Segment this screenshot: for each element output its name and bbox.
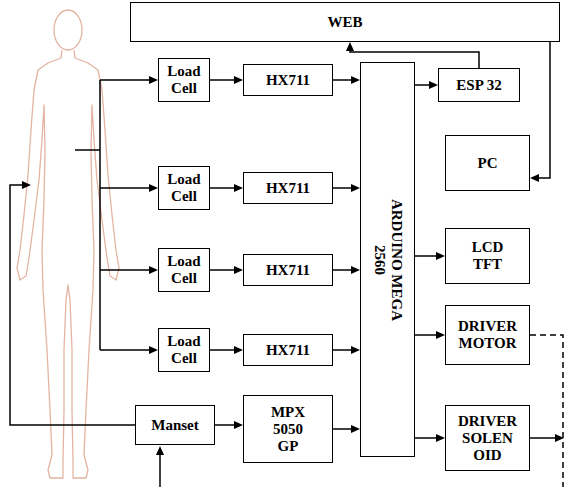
solenoid-wire	[530, 437, 555, 439]
arrowhead	[351, 184, 360, 192]
human-figure	[17, 50, 119, 478]
connector-line	[415, 84, 430, 86]
web-box: WEB	[130, 2, 560, 42]
connector-line	[333, 79, 352, 81]
dashed-wire	[530, 335, 563, 487]
arrowhead	[156, 446, 164, 455]
arrowhead	[149, 266, 158, 274]
arrowhead	[234, 421, 243, 429]
arrowhead	[436, 434, 445, 442]
arrowhead	[149, 184, 158, 192]
node-label: HX711	[266, 342, 310, 359]
node-label: HX711	[266, 180, 310, 197]
node-label: DRIVER MOTOR	[456, 318, 520, 352]
node-label: Load Cell	[162, 253, 206, 287]
arrow-connector	[415, 252, 445, 260]
cuff-box: Manset	[135, 405, 215, 445]
arrowhead	[351, 266, 360, 274]
arrowhead	[22, 181, 31, 189]
output-box: DRIVER SOLEN OID	[445, 405, 530, 471]
connector-line	[333, 187, 352, 189]
arrowhead	[555, 434, 564, 442]
node-label: WEB	[327, 14, 362, 31]
sensor-wires	[10, 80, 563, 487]
node-label: ESP 32	[456, 77, 501, 94]
arrowhead	[234, 76, 243, 84]
arrowhead	[234, 346, 243, 354]
sensor-box: Load Cell	[158, 58, 210, 102]
amplifier-box: HX711	[243, 334, 333, 366]
connector-line	[210, 79, 235, 81]
connector-line	[333, 349, 352, 351]
sensor-box: Load Cell	[158, 166, 210, 210]
arrowhead	[234, 184, 243, 192]
connector-line	[415, 334, 437, 336]
arrowhead	[429, 81, 438, 89]
arrowhead	[436, 331, 445, 339]
arrow-connector	[333, 266, 360, 274]
arrow-connector	[333, 184, 360, 192]
arrow-connector	[415, 331, 445, 339]
arrow-connector	[210, 76, 243, 84]
connector-line	[415, 255, 437, 257]
connector-line	[210, 269, 235, 271]
connector-line	[333, 269, 352, 271]
arrow-connector	[333, 346, 360, 354]
node-label: Load Cell	[162, 63, 206, 97]
cuff-wire	[10, 185, 135, 425]
sensor-box: Load Cell	[158, 248, 210, 292]
arrow-connector	[415, 81, 438, 89]
connector-line	[333, 428, 352, 430]
node-label: ARDUINO MEGA 2560	[371, 190, 405, 330]
body-wire	[75, 80, 150, 350]
arrowhead	[530, 174, 539, 182]
amplifier-box: HX711	[243, 64, 333, 96]
arrow-connector	[530, 42, 550, 182]
connector-line	[215, 424, 235, 426]
node-label: Load Cell	[162, 333, 206, 367]
module-box: ESP 32	[438, 68, 520, 102]
output-box: DRIVER MOTOR	[445, 305, 530, 365]
amplifier-box: HX711	[243, 254, 333, 286]
sensor-box: Load Cell	[158, 328, 210, 372]
controller-box: ARDUINO MEGA 2560	[360, 62, 415, 457]
arrow-connector	[210, 184, 243, 192]
arrow-connector	[333, 425, 360, 433]
human-head	[54, 10, 82, 50]
arrowhead	[149, 76, 158, 84]
connector-line	[210, 349, 235, 351]
node-label: HX711	[266, 72, 310, 89]
node-label: HX711	[266, 262, 310, 279]
arrowhead	[351, 346, 360, 354]
node-label: PC	[478, 155, 498, 172]
arrowhead	[149, 346, 158, 354]
arrowhead	[234, 266, 243, 274]
node-label: Manset	[151, 417, 199, 434]
arrow-connector	[415, 434, 445, 442]
arrowhead	[351, 76, 360, 84]
node-label: MPX 5050 GP	[264, 404, 312, 455]
node-label: Load Cell	[162, 171, 206, 205]
arrow-connector	[210, 266, 243, 274]
connector-line	[538, 42, 550, 178]
node-label: DRIVER SOLEN OID	[456, 413, 520, 464]
arrow-connector	[215, 421, 243, 429]
connector-line	[210, 187, 235, 189]
output-box: LCD TFT	[445, 228, 530, 284]
node-label: LCD TFT	[465, 239, 511, 273]
connector-line	[415, 437, 437, 439]
arrow-connector	[333, 76, 360, 84]
output-box: PC	[445, 135, 530, 191]
amplifier-box: HX711	[243, 172, 333, 204]
arrowhead	[436, 252, 445, 260]
arrowhead	[346, 42, 354, 51]
pressure-sensor-box: MPX 5050 GP	[243, 395, 333, 463]
arrow-connector	[210, 346, 243, 354]
arrowhead	[351, 425, 360, 433]
input-wire	[159, 454, 161, 487]
